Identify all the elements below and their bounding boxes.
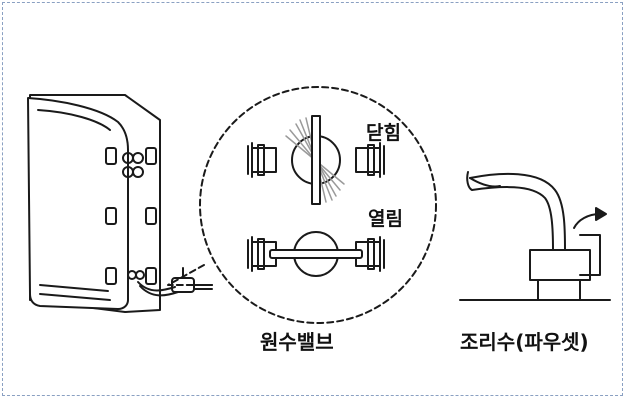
zoom-callout xyxy=(167,86,437,324)
label-faucet: 조리수(파우셋) xyxy=(460,330,589,354)
dashed-border xyxy=(2,2,623,396)
label-open: 열림 xyxy=(368,208,403,230)
valve-closed-drawing xyxy=(247,115,385,205)
label-closed: 닫힘 xyxy=(366,122,401,144)
label-valve: 원수밸브 xyxy=(260,330,334,354)
purifier-unit xyxy=(27,94,213,313)
valve-open-drawing xyxy=(247,231,385,277)
faucet-drawing xyxy=(459,171,611,301)
